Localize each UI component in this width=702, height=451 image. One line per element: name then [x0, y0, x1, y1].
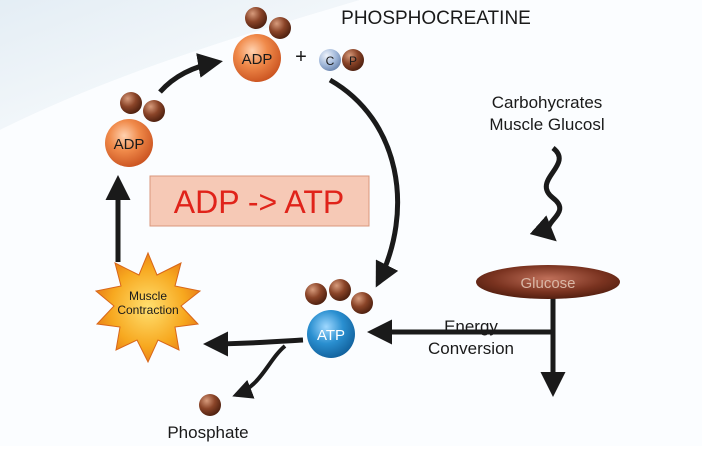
adp-atp-banner: ADP -> ATP: [149, 175, 370, 227]
phosphate-ball: [329, 279, 351, 301]
top-adp-label: ADP: [242, 51, 273, 68]
arrow-adp-to-top-adp: [158, 53, 223, 94]
glucose-node: Glucose: [476, 265, 620, 299]
banner-box: [149, 175, 370, 227]
energy-line1: Energy: [444, 317, 498, 336]
arrow-to-atp: [328, 77, 401, 288]
banner-text: ADP -> ATP: [174, 184, 344, 220]
left-adp-label: ADP: [114, 136, 145, 153]
adp-ball: [105, 119, 153, 167]
plus-sign: +: [295, 46, 307, 68]
adp-ball: [233, 34, 281, 82]
phosphate-ball: [351, 292, 373, 314]
arrow-atp-to-contraction: [203, 331, 304, 357]
phosphate-ball: [143, 100, 165, 122]
carbohydrates-line2: Muscle Glucosl: [489, 115, 604, 134]
creatine-ball: [319, 49, 341, 71]
phosphate-ball-label: P: [349, 54, 357, 68]
phosphate-ball: [305, 283, 327, 305]
phosphate-ball: [120, 92, 142, 114]
muscle-label-line1: Muscle: [129, 289, 167, 303]
atp-ball: [307, 310, 355, 358]
arrow-carbs-to-glucose: [529, 146, 563, 242]
left-adp-molecule: ADP: [105, 92, 165, 167]
phosphate-ball: [245, 7, 267, 29]
star-shape: [94, 251, 202, 364]
phosphate-ball: [342, 49, 364, 71]
muscle-label-line2: Contraction: [117, 303, 178, 317]
phosphate-ball: [199, 394, 221, 416]
released-phosphate: Phosphate: [167, 394, 249, 442]
energy-line2: Conversion: [428, 339, 514, 358]
arrow-to-phosphate: [232, 344, 287, 399]
creatine-label: C: [326, 54, 335, 68]
glucose-ellipse: [476, 265, 620, 299]
background-wash: [0, 0, 360, 130]
atp-molecule: ATP: [305, 279, 373, 358]
phosphate-ball: [269, 17, 291, 39]
title: PHOSPHOCREATINE: [341, 8, 531, 29]
atp-label: ATP: [317, 327, 345, 344]
muscle-contraction-star: Muscle Contraction: [94, 251, 202, 364]
carbohydrates-line1: Carbohycrates: [492, 93, 603, 112]
glucose-label: Glucose: [520, 275, 575, 292]
top-adp-molecule: ADP: [233, 7, 291, 82]
creatine-phosphate: C P: [319, 49, 364, 71]
phosphate-label: Phosphate: [167, 423, 248, 442]
